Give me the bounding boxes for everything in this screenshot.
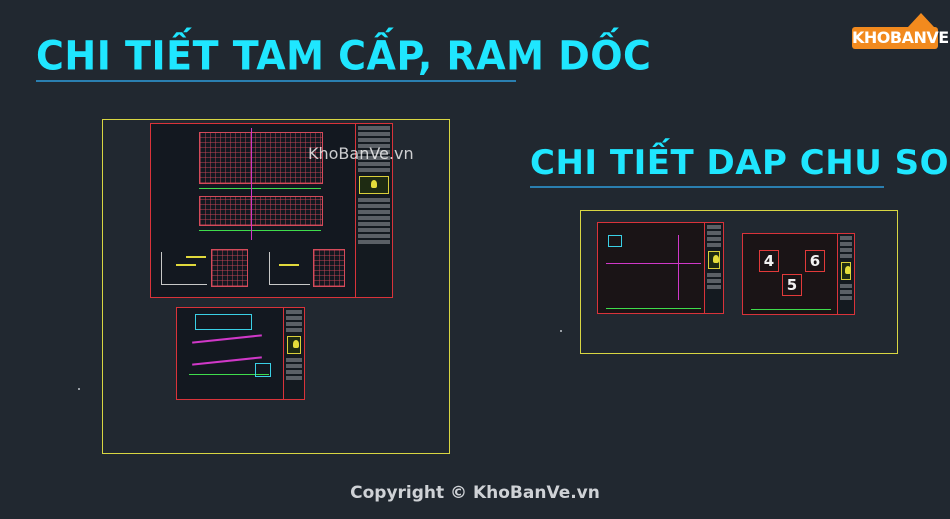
detail-box: [255, 363, 271, 377]
title-dap-chu-so: CHI TIẾT DAP CHU SO: [530, 143, 950, 183]
plan-grid-middle: [199, 196, 323, 226]
detail-hatch-left: [211, 249, 248, 287]
cad-sheet-dap-so-detail[interactable]: [597, 222, 724, 314]
title-block: [837, 234, 854, 314]
logo-roof-icon: [908, 13, 934, 27]
dimension-line: [751, 309, 831, 310]
title-underline-left: [36, 80, 516, 82]
section-line: [251, 128, 252, 240]
plan-grid-top: [199, 132, 323, 184]
dimension-line: [189, 374, 269, 375]
title-tam-cap-ram-doc: CHI TIẾT TAM CẤP, RAM DỐC: [36, 32, 652, 80]
stair-section-right: [269, 252, 310, 285]
khobanve-logo[interactable]: KHOBANVE: [852, 13, 949, 53]
dimension-line: [199, 230, 321, 231]
title-block: [355, 124, 392, 297]
title-block-logo-icon: [359, 176, 389, 194]
cad-sheet-chu-so[interactable]: 4 6 5: [742, 233, 855, 315]
drawing-frame-left: [102, 119, 450, 454]
axis-line: [678, 235, 679, 300]
digit-5-box: 5: [782, 274, 802, 296]
copyright-text: Copyright © KhoBanVe.vn: [350, 483, 600, 503]
title-underline-right: [530, 186, 884, 188]
watermark: KhoBanVe.vn: [308, 144, 414, 163]
drawing-frame-right: [580, 210, 898, 354]
dimension-line: [199, 188, 321, 189]
detail-box: [608, 235, 622, 247]
cad-point: [78, 388, 80, 390]
cad-point: [560, 330, 562, 332]
title-block: [704, 223, 723, 313]
cad-sheet-tam-cap-plan[interactable]: [150, 123, 393, 298]
axis-line: [606, 263, 701, 264]
cad-sheet-ram-doc[interactable]: [176, 307, 305, 400]
ramp-line: [192, 334, 262, 344]
detail-hatch-right: [313, 249, 345, 287]
detail-box: [195, 314, 252, 330]
title-block-logo-icon: [287, 336, 301, 354]
digit-4-box: 4: [759, 250, 779, 272]
ramp-line: [192, 356, 262, 366]
title-block: [283, 308, 304, 399]
digit-6-box: 6: [805, 250, 825, 272]
title-block-logo-icon: [708, 251, 720, 269]
stair-step: [186, 256, 206, 258]
dimension-line: [606, 308, 701, 309]
title-block-logo-icon: [841, 262, 852, 280]
stair-section-left: [161, 252, 207, 285]
stair-step: [279, 264, 299, 266]
logo-text: KHOBANVE: [852, 27, 949, 49]
stair-step: [176, 264, 196, 266]
